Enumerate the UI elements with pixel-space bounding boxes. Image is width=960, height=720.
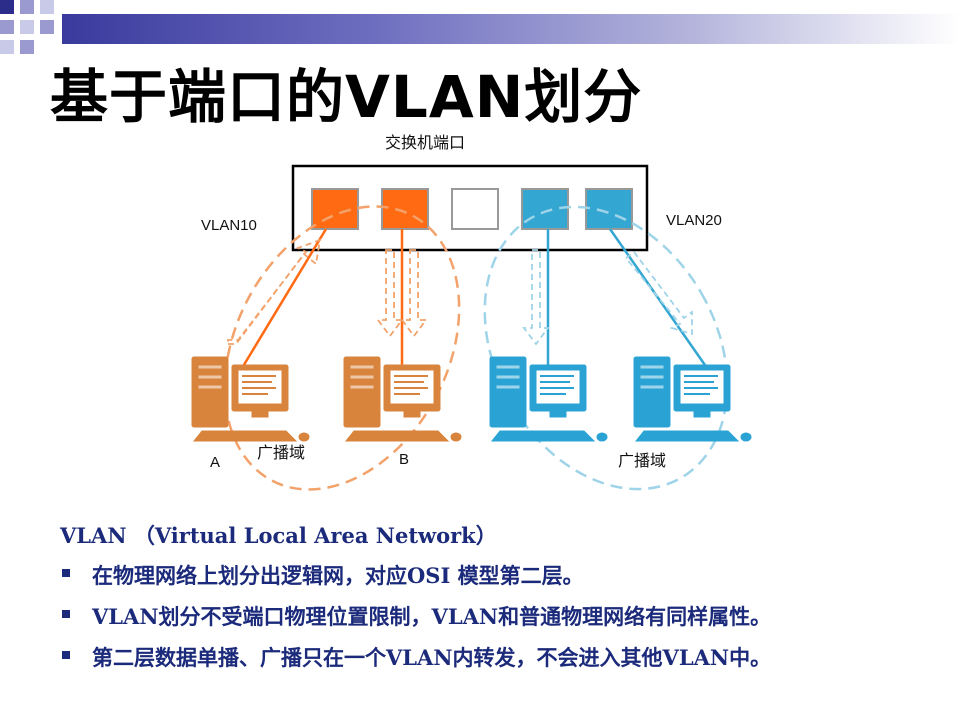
bullet-item: VLAN划分不受端口物理位置限制，VLAN和普通物理网络有同样属性。 <box>60 601 940 631</box>
flow-arrow-b-2 <box>376 249 404 338</box>
cable-a <box>234 228 328 379</box>
vlan10-label: VLAN10 <box>201 217 257 234</box>
computer-d <box>633 356 752 442</box>
content-block: VLAN （Virtual Local Area Network） 在物理网络上… <box>60 520 940 683</box>
switch-port-vlan20-2 <box>585 188 633 230</box>
computer-c <box>489 356 608 442</box>
bullet-item: 第二层数据单播、广播只在一个VLAN内转发，不会进入其他VLAN中。 <box>60 642 940 672</box>
flow-arrow-d <box>624 250 693 336</box>
switch-port-vlan10-1 <box>311 188 359 230</box>
slide-title: 基于端口的VLAN划分 <box>50 63 643 131</box>
flow-arrow-b-1 <box>400 249 428 338</box>
host-a-label: A <box>210 454 220 471</box>
flow-arrow-a <box>227 238 322 345</box>
switch-label: 交换机端口 <box>385 134 465 152</box>
header-bar <box>62 14 960 44</box>
host-b-label: B <box>399 451 409 468</box>
computer-a <box>191 356 310 442</box>
broadcast-domain-label-left: 广播域 <box>257 444 305 462</box>
bullet-list: 在物理网络上划分出逻辑网，对应OSI 模型第二层。 VLAN划分不受端口物理位置… <box>60 560 940 672</box>
cable-d <box>608 228 716 379</box>
computer-b <box>343 356 462 442</box>
vlan20-label: VLAN20 <box>666 212 722 229</box>
bullet-item: 在物理网络上划分出逻辑网，对应OSI 模型第二层。 <box>60 560 940 590</box>
broadcast-domain-label-right: 广播域 <box>618 452 666 470</box>
switch-port-unassigned <box>451 188 499 230</box>
flow-arrow-c <box>522 249 550 346</box>
vlan-diagram: 交换机端口 VLAN10 VLAN20 A B 广播域 广播域 <box>191 134 752 491</box>
switch-port-vlan10-2 <box>381 188 429 230</box>
intro-line: VLAN （Virtual Local Area Network） <box>60 523 497 548</box>
